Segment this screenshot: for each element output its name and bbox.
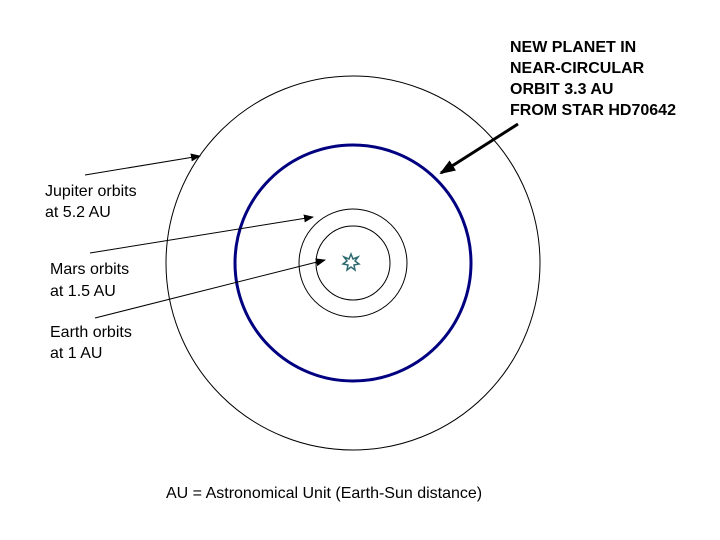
new-planet-orbit xyxy=(233,143,473,383)
jupiter-orbit xyxy=(165,75,541,451)
annotation-line-1: NEW PLANET IN xyxy=(510,39,636,56)
jupiter-label-line-2: at 5.2 AU xyxy=(45,204,111,221)
mars-label-line-1: Mars orbits xyxy=(50,261,129,278)
caption: AU = Astronomical Unit (Earth-Sun distan… xyxy=(166,485,482,502)
annotation-line-2: NEAR-CIRCULAR xyxy=(510,60,645,77)
mars-label: Mars orbits at 1.5 AU xyxy=(50,261,134,300)
annotation-line-3: ORBIT 3.3 AU xyxy=(510,81,613,98)
jupiter-label: Jupiter orbits at 5.2 AU xyxy=(45,183,141,221)
earth-label-line-1: Earth orbits xyxy=(50,324,132,341)
earth-label: Earth orbits at 1 AU xyxy=(50,324,136,362)
mars-pointer-arrow xyxy=(89,214,314,254)
jupiter-pointer-arrow xyxy=(84,153,201,176)
annotation-line-4: FROM STAR HD70642 xyxy=(510,102,676,119)
mars-orbit xyxy=(298,208,408,318)
mars-label-line-2: at 1.5 AU xyxy=(50,283,116,300)
earth-label-line-2: at 1 AU xyxy=(50,345,102,362)
earth-pointer-arrow xyxy=(94,258,326,319)
jupiter-label-line-1: Jupiter orbits xyxy=(45,183,137,200)
new-planet-pointer-arrow xyxy=(439,122,519,175)
star-icon xyxy=(341,251,361,272)
new-planet-annotation: NEW PLANET IN NEAR-CIRCULAR ORBIT 3.3 AU… xyxy=(510,39,676,119)
